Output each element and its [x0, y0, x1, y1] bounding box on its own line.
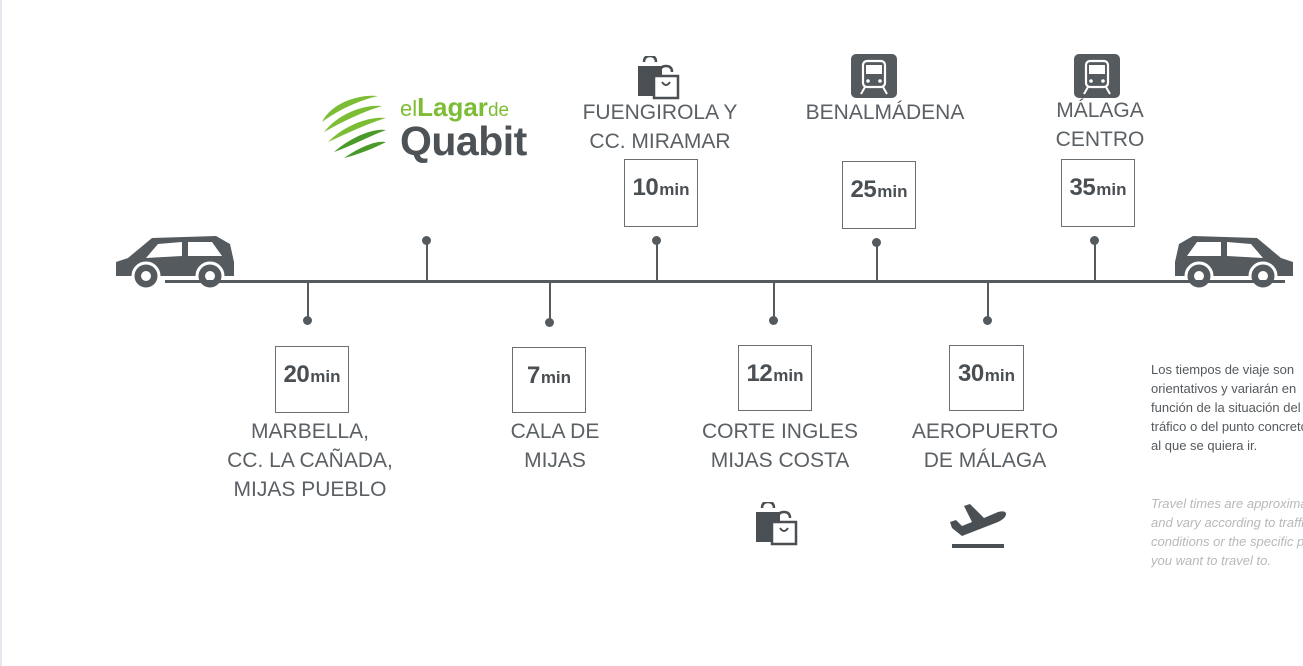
timeline-dot [545, 318, 554, 327]
car-icon-left [116, 236, 234, 290]
time-value: 20 [283, 361, 310, 388]
note-line: al que se quiera ir. [1151, 438, 1258, 453]
time-value: 12 [746, 360, 773, 387]
logo-de: de [487, 100, 510, 121]
place-label: MARBELLA, CC. LA CAÑADA, MIJAS PUEBLO [227, 420, 393, 501]
timeline-dot [652, 236, 661, 245]
place-label: MÁLAGA CENTRO [1055, 99, 1145, 151]
time-unit: min [540, 368, 572, 387]
time-unit: min [1096, 180, 1127, 199]
place-label: FUENGIROLA Y CC. MIRAMAR [582, 101, 738, 153]
airplane-icon [950, 504, 1006, 548]
time-value: 35 [1069, 174, 1096, 201]
shopping-bag-icon [756, 502, 798, 546]
train-icon [1074, 54, 1120, 98]
place-label: CALA DE MIJAS [510, 420, 600, 472]
note-line: tráfico o del punto concreto [1151, 419, 1303, 434]
place-label: BENALMÁDENA [805, 101, 965, 124]
place-label: CORTE INGLES MIJAS COSTA [702, 420, 858, 472]
time-unit: min [984, 366, 1015, 385]
timeline-dot [872, 238, 881, 247]
logo: elLagarde Quabit [320, 90, 535, 168]
palm-leaf-icon [322, 95, 386, 158]
timeline-dot [769, 316, 778, 325]
timeline-tick [1094, 241, 1096, 281]
time-unit: min [659, 180, 690, 199]
note-line: Los tiempos de viaje son [1151, 362, 1295, 377]
timeline-dot [303, 316, 312, 325]
time-unit: min [877, 182, 908, 201]
timeline-dot [1090, 236, 1099, 245]
note-line: orientativos y variarán en [1151, 381, 1297, 396]
logo-quabit: Quabit [400, 118, 527, 164]
logo-lagar: Lagar [417, 92, 488, 122]
note-line: Travel times are approximate [1151, 496, 1303, 511]
timeline-tick [426, 241, 428, 281]
place-label: AEROPUERTO DE MÁLAGA [911, 420, 1059, 472]
note-line: conditions or the specific place [1151, 534, 1303, 549]
timeline-dot [983, 316, 992, 325]
time-value: 10 [632, 174, 659, 201]
note-line: you want to travel to. [1151, 553, 1271, 568]
timeline-tick [549, 282, 551, 322]
time-unit: min [310, 367, 341, 386]
left-frame-edge [0, 0, 2, 666]
time-unit: min [773, 366, 804, 385]
timeline-tick [987, 282, 989, 320]
train-icon [851, 54, 897, 98]
timeline-tick [876, 243, 878, 281]
shopping-bag-icon [638, 56, 680, 100]
time-value: 30 [958, 360, 984, 387]
note-line: función de la situación del [1151, 400, 1301, 415]
time-value: 7 [526, 362, 540, 389]
logo-el: el [400, 96, 418, 121]
timeline-tick [773, 282, 775, 320]
timeline-dot [422, 236, 431, 245]
travel-note-en: Travel times are approximate and vary ac… [1151, 494, 1303, 570]
note-line: and vary according to traffic [1151, 515, 1303, 530]
time-value: 25 [850, 176, 877, 203]
timeline-tick [656, 241, 658, 281]
travel-note-es: Los tiempos de viaje son orientativos y … [1151, 360, 1303, 455]
timeline-tick [307, 282, 309, 320]
timeline-line [165, 280, 1285, 283]
